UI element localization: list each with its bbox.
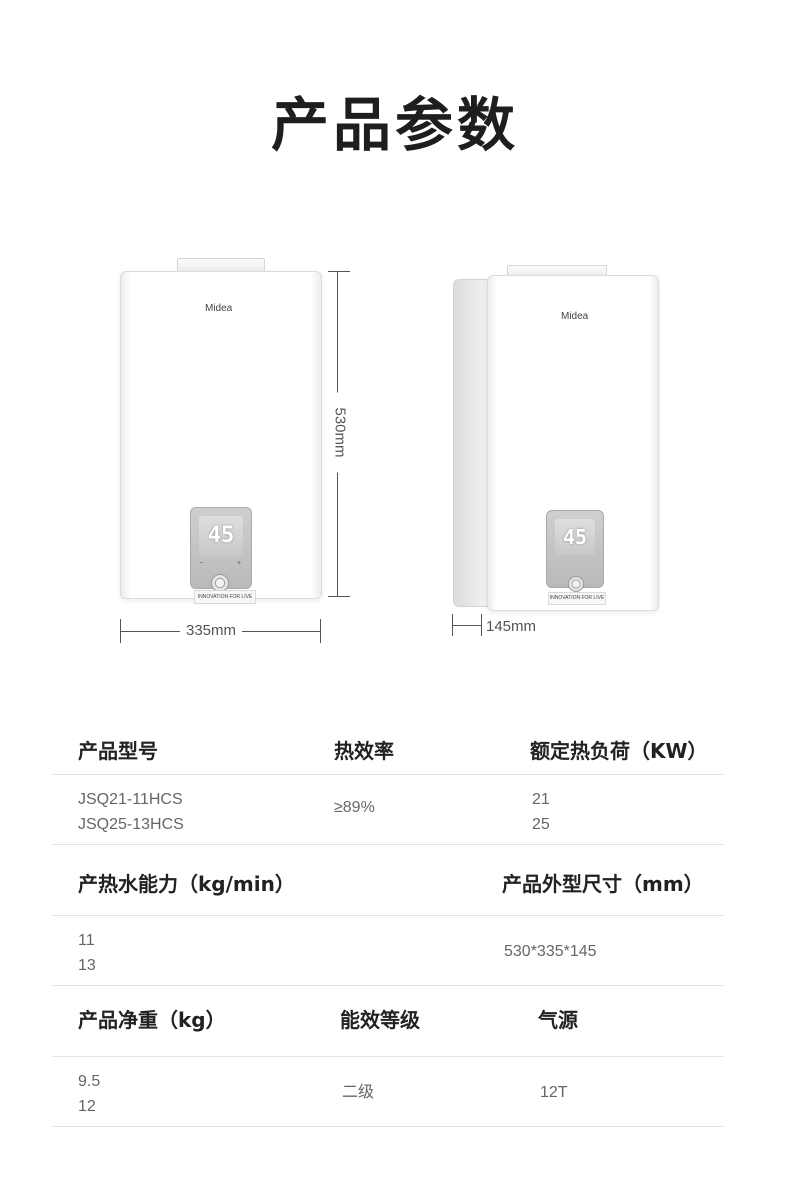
height-dimension-tick-top <box>328 271 350 272</box>
plus-button[interactable]: + <box>237 560 242 567</box>
table-divider <box>52 1126 724 1127</box>
spec-value-model-1: JSQ21-11HCS <box>78 791 183 808</box>
spec-value-capacity-1: 11 <box>78 932 95 949</box>
spec-label-weight: 产品净重（kg） <box>78 1008 226 1032</box>
temperature-display-angled: 45 <box>555 519 595 555</box>
spec-label-capacity: 产热水能力（kg/min） <box>78 872 295 896</box>
height-dimension-label: 530mm <box>331 392 349 473</box>
spec-label-size: 产品外型尺寸（mm） <box>502 872 704 896</box>
spec-value-capacity-2: 13 <box>78 957 96 974</box>
control-panel: 45 − + <box>190 507 252 589</box>
spec-value-heat-load: 21 25 <box>532 787 550 837</box>
panel-label-angled: INNOVATION FOR LIVE <box>549 595 605 601</box>
table-divider <box>52 844 724 845</box>
brand-logo-angled: Midea <box>561 311 589 322</box>
depth-dimension-line <box>452 625 482 626</box>
spec-value-size: 530*335*145 <box>504 943 597 960</box>
power-knob-angled[interactable] <box>568 576 584 592</box>
spec-value-model-2: JSQ25-13HCS <box>78 816 184 833</box>
panel-label: INNOVATION FOR LIVE <box>197 594 253 600</box>
spec-value-weight-1: 9.5 <box>78 1073 101 1090</box>
spec-value-capacity: 11 13 <box>78 928 96 978</box>
table-divider <box>52 1056 724 1057</box>
spec-value-energy-grade: 二级 <box>342 1084 375 1101</box>
spec-value-weight-2: 12 <box>78 1098 96 1115</box>
table-divider <box>52 985 724 986</box>
depth-dimension-label: 145mm <box>486 618 537 635</box>
spec-label-model: 产品型号 <box>78 739 158 763</box>
spec-label-heat-load: 额定热负荷（KW） <box>530 739 708 763</box>
spec-label-energy-grade: 能效等级 <box>340 1008 420 1032</box>
spec-value-heat-load-1: 21 <box>532 791 550 808</box>
spec-value-heat-load-2: 25 <box>532 816 550 833</box>
spec-label-efficiency: 热效率 <box>334 739 394 763</box>
heater-side-body <box>453 279 490 607</box>
bottom-label-strip: INNOVATION FOR LIVE <box>194 590 256 604</box>
spec-value-model: JSQ21-11HCS JSQ25-13HCS <box>78 787 184 837</box>
width-dimension-tick-right <box>320 619 321 643</box>
table-divider <box>52 774 724 775</box>
spec-value-weight: 9.5 12 <box>78 1069 100 1119</box>
depth-dimension-tick-right <box>481 614 482 636</box>
minus-button[interactable]: − <box>199 560 204 567</box>
temperature-display: 45 <box>199 516 243 556</box>
width-dimension-label: 335mm <box>180 622 243 639</box>
brand-logo: Midea <box>205 303 233 314</box>
spec-label-gas-source: 气源 <box>538 1008 578 1032</box>
control-panel-angled: 45 <box>546 510 604 588</box>
bottom-label-strip-angled: INNOVATION FOR LIVE <box>548 592 606 605</box>
spec-value-efficiency: ≥89% <box>334 799 375 816</box>
spec-value-gas-source: 12T <box>540 1084 568 1101</box>
height-dimension-tick-bottom <box>328 596 350 597</box>
page-title: 产品参数 <box>270 91 519 159</box>
table-divider <box>52 915 724 916</box>
